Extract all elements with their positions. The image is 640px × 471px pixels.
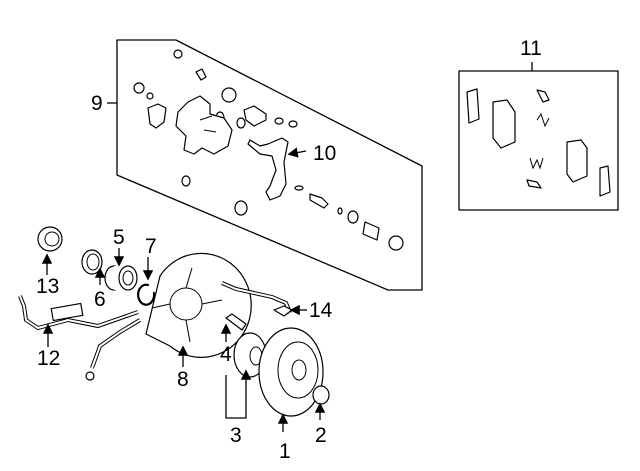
brake-rotor[interactable] xyxy=(258,327,324,417)
oil-seal[interactable] xyxy=(81,249,103,275)
callout-5[interactable]: 5 xyxy=(113,226,125,249)
leader-3 xyxy=(225,375,247,419)
callout-1[interactable]: 1 xyxy=(279,440,291,463)
snap-ring[interactable] xyxy=(137,283,156,306)
caliper-bracket[interactable] xyxy=(247,137,289,201)
callout-11[interactable]: 11 xyxy=(520,37,542,60)
caliper-kit-panel[interactable] xyxy=(116,39,423,291)
backing-plate[interactable] xyxy=(145,252,252,358)
caliper-small-parts xyxy=(133,49,237,129)
callout-7[interactable]: 7 xyxy=(145,235,157,258)
callout-9[interactable]: 9 xyxy=(91,92,103,115)
brake-hose[interactable] xyxy=(221,281,293,317)
piston-seal-parts xyxy=(234,185,404,251)
callout-4[interactable]: 4 xyxy=(220,343,232,366)
abs-sensor-wire[interactable] xyxy=(18,295,142,381)
callout-6[interactable]: 6 xyxy=(94,288,106,311)
callout-12[interactable]: 12 xyxy=(37,347,61,370)
callout-2[interactable]: 2 xyxy=(315,424,327,447)
callout-13[interactable]: 13 xyxy=(36,275,60,298)
callout-10[interactable]: 10 xyxy=(313,142,337,165)
hub-bolt[interactable] xyxy=(225,313,247,331)
callout-8[interactable]: 8 xyxy=(177,368,189,391)
callout-14[interactable]: 14 xyxy=(309,299,333,322)
caliper-pin-parts xyxy=(181,105,298,187)
callout-3[interactable]: 3 xyxy=(230,424,242,447)
hub-nut[interactable] xyxy=(312,385,330,405)
leader-10 xyxy=(287,147,307,158)
wheel-bearing[interactable] xyxy=(104,265,138,291)
caliper-body[interactable] xyxy=(175,95,233,155)
dust-seal[interactable] xyxy=(37,226,63,252)
pad-kit-box[interactable] xyxy=(458,70,619,211)
